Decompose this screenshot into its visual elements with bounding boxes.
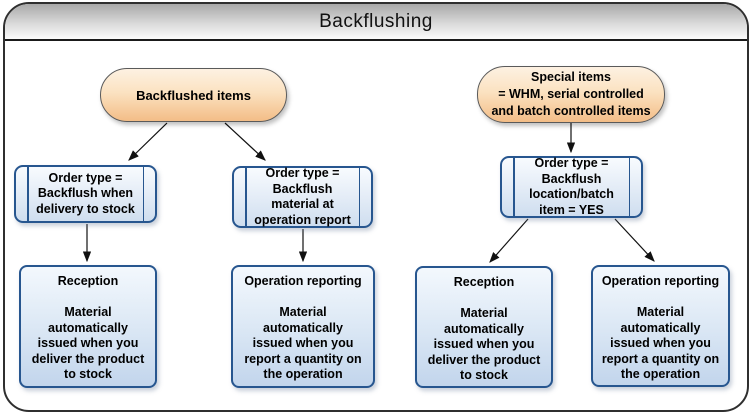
operation-reporting-box-2: Operation reporting Material automatical… xyxy=(591,265,730,387)
order-type-box-backflush-delivery: Order type = Backflush when delivery to … xyxy=(14,165,157,223)
result-box-body: Material automatically issued when you r… xyxy=(244,305,362,381)
result-box-title: Reception xyxy=(57,274,119,288)
result-box-body: Material automatically issued when you d… xyxy=(427,306,541,382)
special-items-pill: Special items = WHM, serial controlled a… xyxy=(477,66,665,123)
order-type-box-backflush-operation: Order type = Backflush material at opera… xyxy=(232,166,373,228)
result-box-body: Material automatically issued when you d… xyxy=(31,305,145,381)
order-type-box-location-batch: Order type = Backflush location/batch it… xyxy=(500,156,643,218)
backflushed-items-pill: Backflushed items xyxy=(100,68,287,122)
result-box-title: Reception xyxy=(453,275,515,289)
result-box-body: Material automatically issued when you r… xyxy=(601,305,720,381)
diagram-title: Backflushing xyxy=(319,10,433,32)
diagram-title-bar: Backflushing xyxy=(5,4,747,41)
order-type-label: Order type = Backflush material at opera… xyxy=(254,166,351,227)
operation-reporting-box-1: Operation reporting Material automatical… xyxy=(231,265,375,388)
reception-box-2: Reception Material automatically issued … xyxy=(415,266,553,388)
order-type-label: Order type = Backflush location/batch it… xyxy=(529,156,614,217)
order-type-label: Order type = Backflush when delivery to … xyxy=(36,170,135,216)
result-box-title: Operation reporting xyxy=(244,274,362,288)
result-box-title: Operation reporting xyxy=(601,274,720,288)
reception-box-1: Reception Material automatically issued … xyxy=(19,265,157,388)
special-items-label: Special items = WHM, serial controlled a… xyxy=(491,70,651,118)
backflushed-items-label: Backflushed items xyxy=(136,87,251,103)
